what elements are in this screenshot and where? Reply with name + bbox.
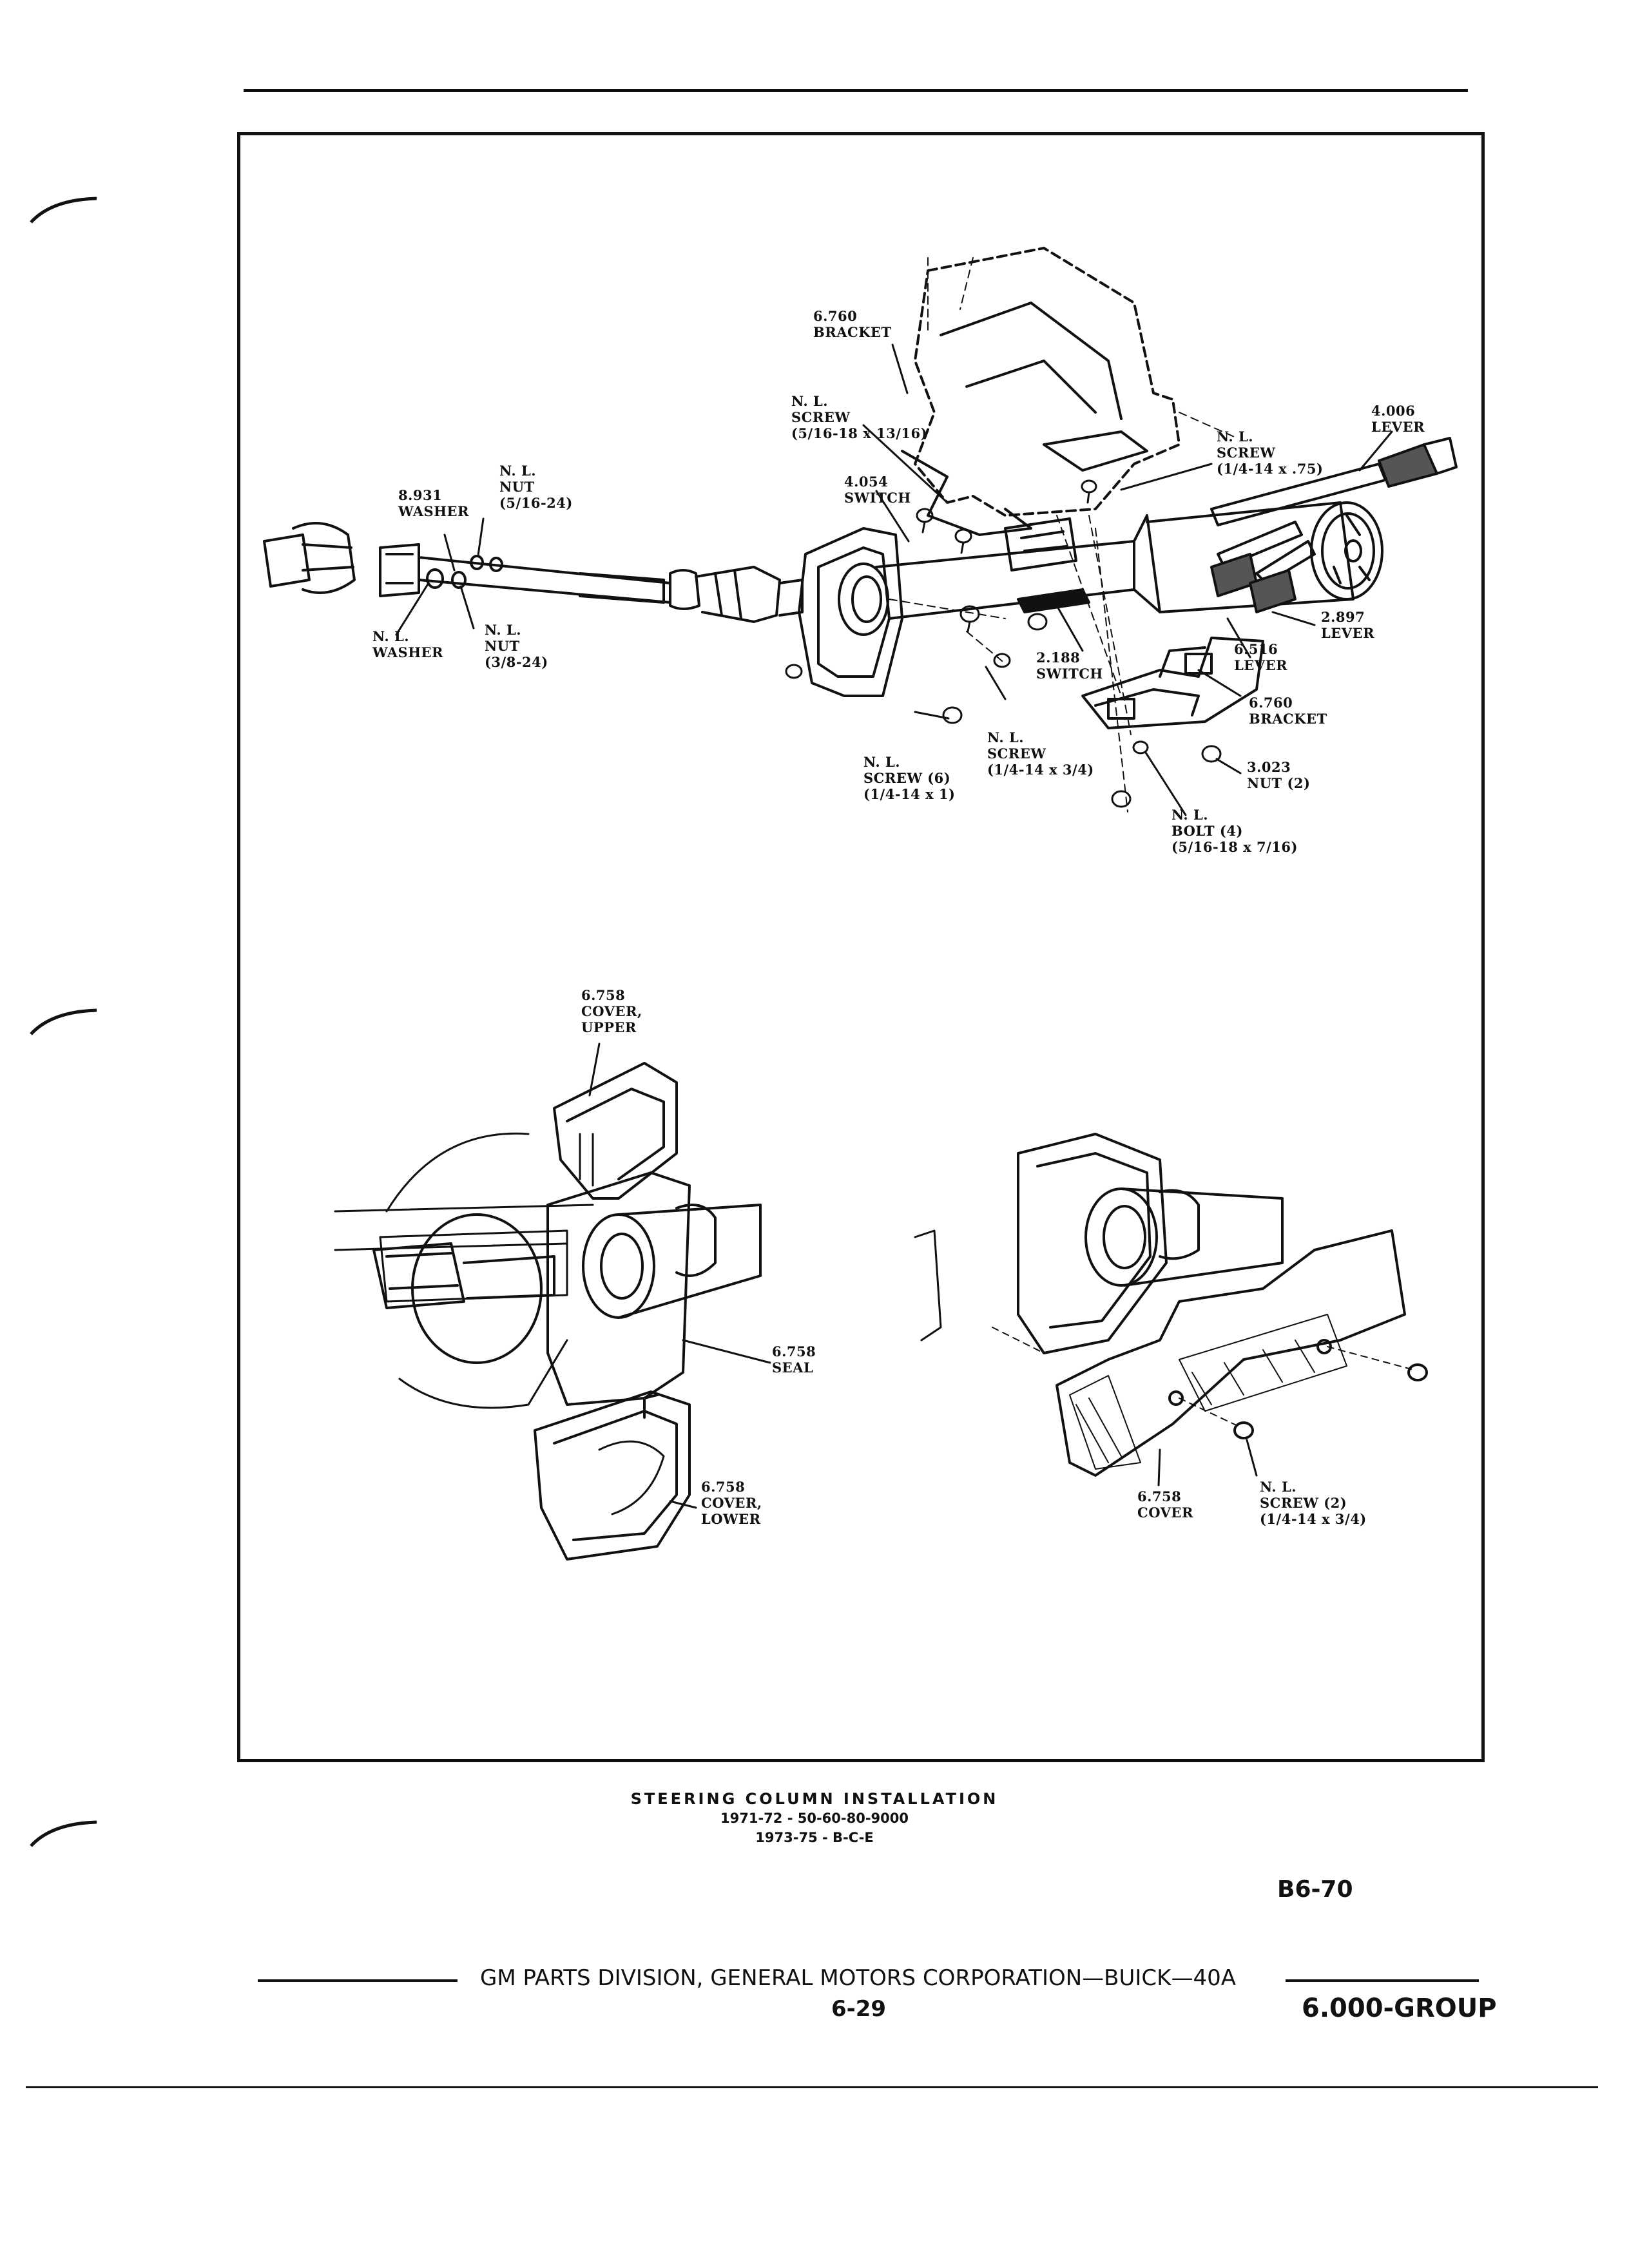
footer-corporation: GM PARTS DIVISION, GENERAL MOTORS CORPOR… — [480, 1965, 1236, 1991]
lower-levers — [1210, 521, 1316, 613]
callout-screw-upper-left: N. L.SCREW(5/16-18 x 13/16) — [791, 393, 928, 441]
callout-screw-2: N. L.SCREW (2)(1/4-14 x 3/4) — [1260, 1479, 1367, 1527]
intermediate-shaft — [263, 522, 804, 623]
callout-washer-nl: N. L.WASHER — [372, 628, 443, 660]
footer-rule-left — [258, 1979, 458, 1982]
margin-mark-3 — [30, 1820, 97, 1847]
bottom-rule — [26, 2086, 1598, 2088]
assembly-center-lines — [889, 257, 1238, 812]
callout-screw-mid: N. L.SCREW(1/4-14 x 3/4) — [987, 729, 1094, 778]
top-rule — [244, 89, 1468, 92]
figure-code: B6-70 — [1277, 1876, 1353, 1903]
ignition-switch — [1004, 517, 1090, 613]
margin-mark-1 — [30, 197, 97, 224]
toe-plate — [798, 527, 903, 697]
page-number: 6-29 — [831, 1996, 887, 2022]
washer-shape — [426, 568, 444, 589]
caption-title: STEERING COLUMN INSTALLATION — [630, 1790, 999, 1808]
callout-bolt-4: N. L.BOLT (4)(5/16-18 x 7/16) — [1171, 807, 1298, 855]
diagram-frame — [237, 132, 1485, 1762]
callout-nut-3-8: N. L.NUT(3/8-24) — [485, 622, 548, 670]
steering-column-jacket — [875, 501, 1383, 620]
caption-line-2: 1973-75 - B-C-E — [755, 1830, 874, 1845]
leader-lines-top — [395, 343, 1393, 816]
upper-bracket-panel — [901, 247, 1181, 536]
group-label: 6.000-GROUP — [1302, 1994, 1497, 2023]
margin-mark-2 — [30, 1008, 97, 1035]
footer-rule-right — [1286, 1979, 1479, 1982]
callout-nut-5-16: N. L.NUT(5/16-24) — [499, 463, 573, 511]
lower-right-detail — [914, 1133, 1428, 1486]
fasteners — [785, 479, 1222, 808]
callout-screw-6: N. L.SCREW (6)(1/4-14 x 1) — [863, 754, 956, 802]
turn-signal-lever — [1210, 437, 1458, 526]
callout-screw-upper-right: N. L.SCREW(1/4-14 x .75) — [1217, 428, 1324, 477]
lower-left-detail — [334, 1043, 771, 1561]
caption-line-1: 1971-72 - 50-60-80-9000 — [720, 1811, 909, 1826]
